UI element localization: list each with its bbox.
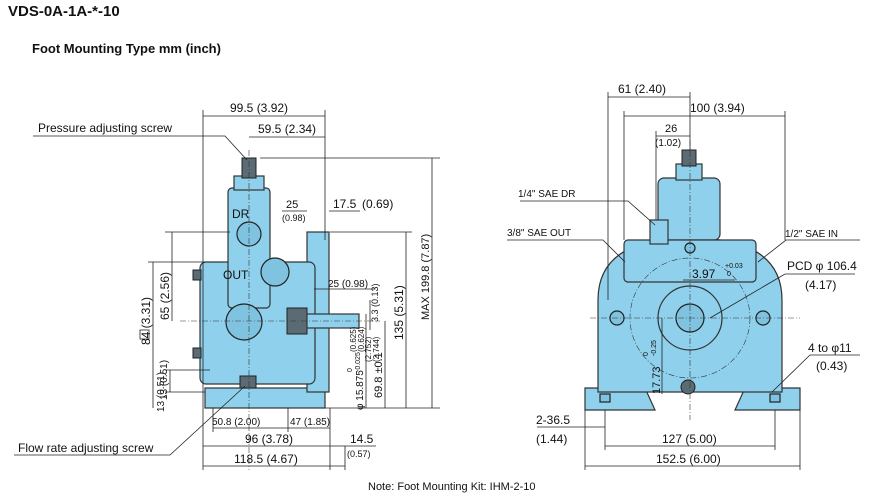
dim-69-8: 69.8 ±0.1 (373, 352, 385, 398)
dr-leader (520, 200, 656, 226)
holes-leader (771, 354, 860, 393)
dim-1773: 17.73 (651, 366, 663, 394)
dim-25-in: (0.98) (282, 213, 306, 223)
bottom-plug (680, 379, 696, 395)
dim-99-5: 99.5 (3.92) (230, 101, 288, 115)
dim-47: 47 (1.85) (290, 417, 330, 428)
pcd-label: PCD φ 106.4 (787, 259, 857, 273)
out-port (260, 257, 290, 287)
flow-screw-leader (14, 385, 246, 456)
dim-84: 84 (3.31) (139, 297, 153, 345)
dim-25: 25 (286, 199, 298, 211)
front-view: 61 (2.40) 100 (3.94) 26 (1.02) 1/4" SAE … (507, 82, 860, 470)
dim-13-bottom: 13 (0.51) (156, 372, 167, 412)
dim-shaft-b: (0.624) (357, 326, 366, 352)
base-hole-left (599, 393, 611, 403)
pressure-screw-leader (33, 135, 248, 161)
dim-59-5: 59.5 (2.34) (258, 122, 316, 136)
dr-port-front (649, 219, 669, 245)
dim-65: 65 (2.56) (158, 272, 172, 320)
dim-shaft-tol0: 0 (347, 368, 354, 372)
holes-in-label: (0.43) (816, 359, 847, 373)
pcd-leader (709, 273, 855, 319)
bolt-upper (192, 269, 202, 281)
base-plate (204, 387, 326, 409)
dim-1773-tol-b: -0.25 (651, 340, 658, 356)
dim-50-8: 50.8 (2.00) (212, 417, 260, 428)
in-leader (757, 239, 860, 263)
dim-shaft-tol: -0.025 (355, 352, 362, 372)
dim-17-5-in: (0.69) (362, 197, 393, 211)
front-screw (681, 149, 697, 167)
out-leader (507, 239, 626, 263)
base-hole-right (769, 393, 781, 403)
dim-13-051: 13 (0.51) (159, 360, 170, 400)
dim-397: 3.97 (692, 267, 716, 281)
footer-note: Note: Foot Mounting Kit: IHM-2-10 (368, 481, 536, 493)
bolt-lower (192, 347, 202, 359)
dim-69-8-in2: (2.744) (372, 336, 381, 362)
dim-135: 135 (5.31) (392, 285, 406, 340)
dim-14-5-in: (0.57) (347, 449, 371, 459)
dim-shaft: φ 15.875 (355, 370, 366, 410)
flow-screw-label: Flow rate adjusting screw (18, 441, 154, 455)
dim-69-8-in: (2.752) (364, 336, 373, 362)
in-label-front: 1/2" SAE IN (785, 229, 838, 240)
dim-100: 100 (3.94) (690, 101, 745, 115)
dim-26-in: (1.02) (655, 138, 681, 149)
pcd-in-label: (4.17) (805, 278, 836, 292)
dim-96: 96 (3.78) (245, 432, 293, 446)
out-label: OUT (223, 268, 249, 282)
dim-2-36-5: 2-36.5 (536, 413, 570, 427)
dim-397-tol-b: 0 (727, 271, 731, 278)
square-symbol (139, 329, 150, 340)
page-title: VDS-0A-1A-*-10 (8, 3, 120, 20)
dim-397-tol-a: +0.03 (725, 263, 743, 270)
dim-1773-tol-a: 0 (643, 352, 650, 356)
dr-label-front: 1/4" SAE DR (518, 189, 575, 200)
dim-2-36-5-in: (1.44) (536, 432, 567, 446)
out-label-front: 3/8" SAE OUT (507, 228, 571, 239)
dr-label: DR (232, 207, 250, 221)
dim-max: MAX 199.8 (7.87) (420, 234, 432, 320)
dim-25-098: 25 (0.98) (328, 279, 368, 290)
inlet-port (225, 303, 263, 341)
dim-152-5: 152.5 (6.00) (656, 452, 721, 466)
dim-26: 26 (665, 123, 677, 135)
dim-14-5: 14.5 (350, 432, 374, 446)
dim-61: 61 (2.40) (618, 82, 666, 96)
dim-shaft-a: (0.625) (349, 326, 358, 352)
holes-label: 4 to φ11 (808, 341, 852, 355)
dim-3-3: 3.3 (0.13) (370, 283, 380, 322)
flow-screw-part (239, 375, 257, 389)
dim-127: 127 (5.00) (662, 432, 717, 446)
pressure-screw-label: Pressure adjusting screw (38, 121, 172, 135)
side-view: DR OUT Pressure adjusting screw Flow rat… (14, 101, 440, 470)
dim-17-5: 17.5 (333, 197, 357, 211)
page-subtitle: Foot Mounting Type mm (inch) (32, 41, 221, 56)
dim-118-5: 118.5 (4.67) (234, 452, 298, 466)
